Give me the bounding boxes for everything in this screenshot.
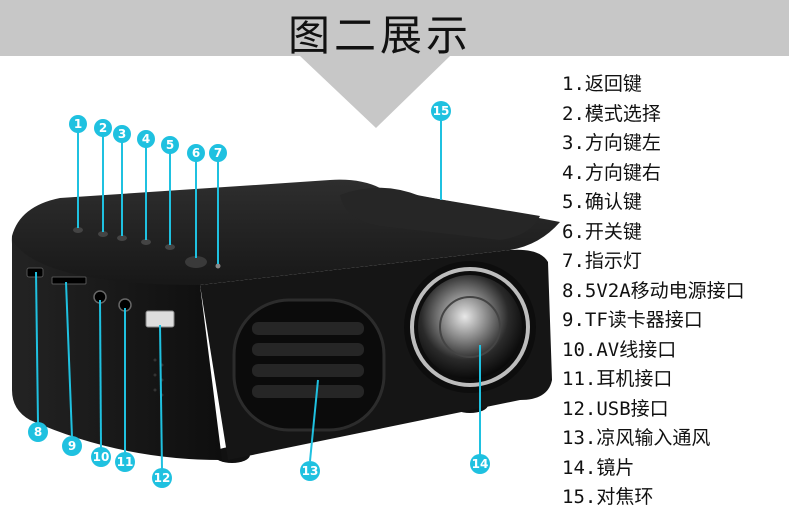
marker-2: 2 (94, 119, 112, 137)
banner-arrow-icon (300, 56, 450, 128)
svg-text:15: 15 (433, 104, 450, 118)
marker-5: 5 (161, 136, 179, 154)
legend-item: 3.方向键左 (562, 132, 661, 154)
legend-item: 8.5V2A移动电源接口 (562, 279, 745, 302)
legend-item: 11.耳机接口 (562, 368, 673, 390)
tf-slot-icon (51, 276, 87, 285)
lens-icon (404, 261, 536, 393)
svg-text:9: 9 (68, 439, 76, 453)
marker-8: 8 (28, 422, 48, 442)
legend-item: 14.镜片 (562, 456, 635, 479)
power-port-icon (26, 267, 44, 278)
svg-text:6: 6 (192, 146, 200, 160)
svg-text:10: 10 (93, 450, 110, 464)
svg-text:12: 12 (154, 471, 171, 485)
svg-text:3: 3 (118, 127, 126, 141)
legend-item: 1.返回键 (562, 73, 642, 95)
marker-13: 13 (300, 461, 320, 481)
legend-item: 13.凉风输入通风 (562, 427, 711, 449)
legend-item: 4.方向键右 (562, 161, 661, 184)
legend-item: 12.USB接口 (562, 397, 669, 420)
marker-10: 10 (91, 447, 111, 467)
svg-text:13: 13 (302, 464, 319, 478)
legend-list: 1.返回键 2.模式选择 3.方向键左 4.方向键右 5.确认键 6.开关键 7… (562, 70, 784, 513)
legend-item: 5.确认键 (562, 191, 642, 213)
marker-11: 11 (115, 452, 135, 472)
marker-4: 4 (137, 130, 155, 148)
svg-text:2: 2 (99, 121, 107, 135)
legend-item: 6.开关键 (562, 220, 642, 243)
legend-item: 10.AV线接口 (562, 338, 677, 361)
marker-12: 12 (152, 468, 172, 488)
marker-7: 7 (209, 144, 227, 162)
svg-text:1: 1 (74, 117, 82, 131)
svg-text:8: 8 (34, 425, 42, 439)
marker-15: 15 (431, 101, 451, 121)
vent-grille-icon (232, 298, 386, 432)
projector-left-face (12, 240, 222, 460)
svg-text:5: 5 (166, 138, 174, 152)
legend-item: 9.TF读卡器接口 (562, 309, 703, 331)
marker-14: 14 (470, 454, 490, 474)
svg-text:7: 7 (214, 146, 222, 160)
page-title: 图二展示 (287, 11, 472, 60)
marker-6: 6 (187, 144, 205, 162)
title-banner (0, 0, 789, 56)
svg-text:14: 14 (472, 457, 489, 471)
svg-text:11: 11 (117, 455, 134, 469)
svg-text:4: 4 (142, 132, 150, 146)
marker-9: 9 (62, 436, 82, 456)
marker-3: 3 (113, 125, 131, 143)
legend-item: 7.指示灯 (562, 250, 642, 272)
control-buttons (73, 227, 221, 269)
legend-item: 2.模式选择 (562, 102, 661, 125)
marker-1: 1 (69, 115, 87, 133)
legend-item: 15.对焦环 (562, 486, 654, 508)
